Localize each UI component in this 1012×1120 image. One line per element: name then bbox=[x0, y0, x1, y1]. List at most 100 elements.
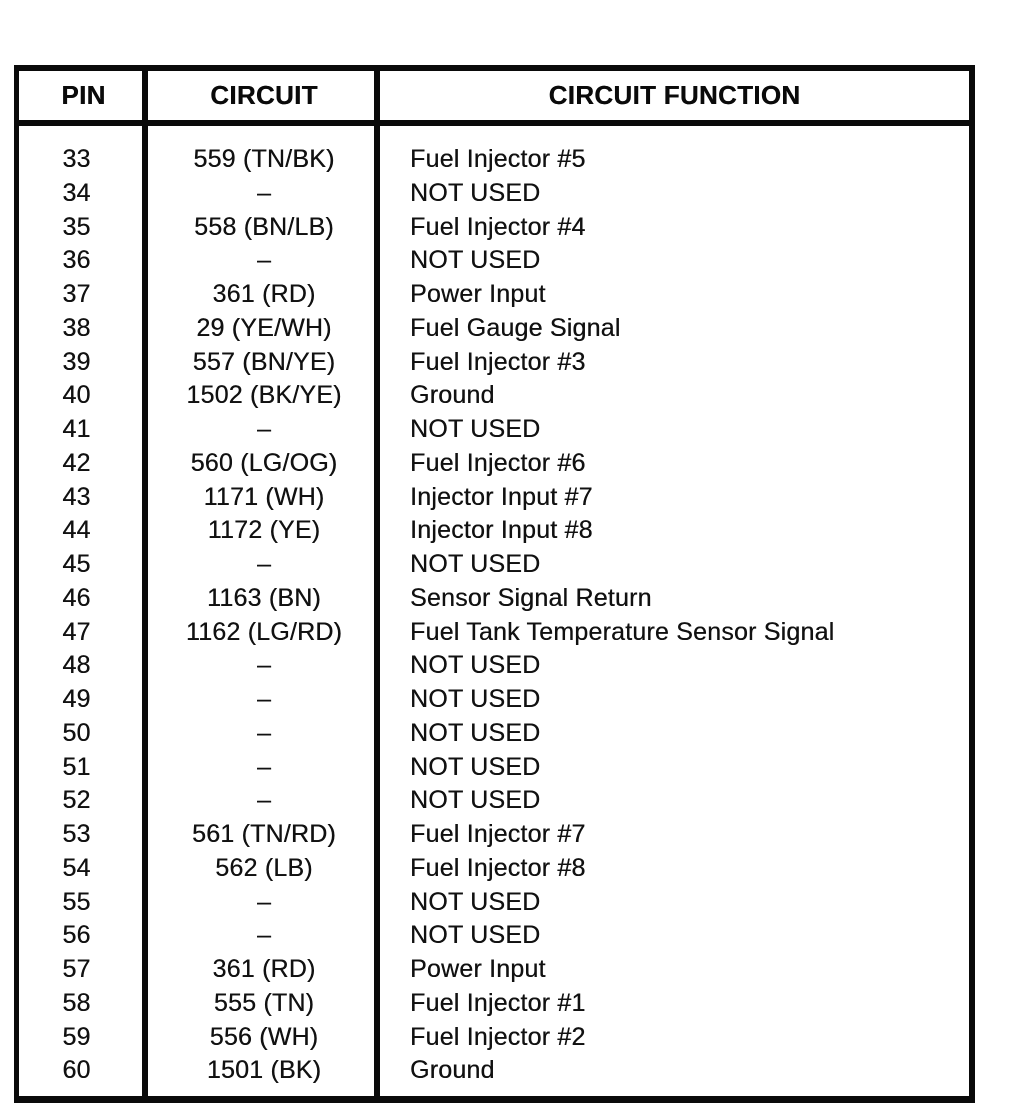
circuit-cell: – bbox=[256, 921, 272, 950]
table-row: 57 361 (RD) Power Input bbox=[19, 953, 969, 987]
circuit-function-cell: Fuel Tank Temperature Sensor Signal bbox=[410, 617, 835, 646]
table-row: 51 – NOT USED bbox=[19, 751, 969, 785]
circuit-cell: 558 (BN/LB) bbox=[194, 212, 334, 241]
circuit-cell: 557 (BN/YE) bbox=[192, 347, 336, 376]
circuit-function-cell: NOT USED bbox=[410, 887, 541, 916]
circuit-function-cell: NOT USED bbox=[410, 415, 541, 443]
pin-column-header: PIN bbox=[61, 80, 106, 110]
circuit-cell: 29 (YE/WH) bbox=[196, 313, 332, 342]
column-divider-1 bbox=[142, 71, 148, 1096]
table-row: 41 – NOT USED bbox=[19, 413, 969, 447]
circuit-cell: – bbox=[256, 550, 272, 578]
table-row: 54 562 (LB) Fuel Injector #8 bbox=[19, 852, 969, 886]
table-row: 40 1502 (BK/YE) Ground bbox=[19, 379, 969, 413]
pin-cell: 35 bbox=[62, 212, 91, 241]
circuit-function-cell: NOT USED bbox=[410, 752, 541, 781]
table-row: 52 – NOT USED bbox=[19, 784, 969, 818]
circuit-function-cell: Fuel Injector #8 bbox=[410, 853, 586, 882]
pinout-table-inner: PIN CIRCUIT CIRCUIT FUNCTION 33 559 (TN/… bbox=[19, 71, 969, 1096]
table-row: 38 29 (YE/WH) Fuel Gauge Signal bbox=[19, 312, 969, 346]
circuit-function-cell: NOT USED bbox=[410, 651, 541, 680]
circuit-function-cell: Fuel Injector #1 bbox=[410, 988, 586, 1017]
pin-cell: 55 bbox=[62, 887, 91, 916]
table-row: 47 1162 (LG/RD) Fuel Tank Temperature Se… bbox=[19, 616, 969, 650]
circuit-cell: 1163 (BN) bbox=[207, 583, 321, 612]
table-row: 39 557 (BN/YE) Fuel Injector #3 bbox=[19, 346, 969, 380]
circuit-column-header: CIRCUIT bbox=[210, 80, 318, 110]
table-row: 34 – NOT USED bbox=[19, 177, 969, 211]
circuit-function-cell: Fuel Injector #2 bbox=[410, 1022, 586, 1051]
circuit-cell: – bbox=[256, 752, 272, 781]
circuit-cell: 1502 (BK/YE) bbox=[186, 381, 342, 410]
pin-cell: 40 bbox=[62, 381, 91, 410]
table-row: 56 – NOT USED bbox=[19, 919, 969, 953]
circuit-cell: – bbox=[256, 246, 272, 275]
table-row: 58 555 (TN) Fuel Injector #1 bbox=[19, 987, 969, 1021]
pin-cell: 36 bbox=[62, 246, 91, 275]
table-row: 35 558 (BN/LB) Fuel Injector #4 bbox=[19, 211, 969, 245]
circuit-function-cell: Ground bbox=[410, 1056, 495, 1085]
pin-cell: 57 bbox=[62, 955, 91, 983]
pin-cell: 47 bbox=[62, 617, 91, 646]
circuit-cell: 1501 (BK) bbox=[206, 1056, 322, 1085]
pin-cell: 49 bbox=[62, 685, 91, 713]
pin-cell: 50 bbox=[62, 718, 91, 747]
circuit-function-cell: NOT USED bbox=[410, 685, 541, 713]
circuit-function-cell: Fuel Injector #4 bbox=[410, 212, 586, 241]
table-row: 49 – NOT USED bbox=[19, 683, 969, 717]
circuit-cell: 561 (TN/RD) bbox=[192, 820, 336, 848]
pin-cell: 59 bbox=[62, 1022, 91, 1051]
pin-cell: 56 bbox=[62, 921, 91, 950]
table-header-row: PIN CIRCUIT CIRCUIT FUNCTION bbox=[19, 71, 969, 126]
circuit-function-cell: Ground bbox=[410, 381, 495, 410]
pin-cell: 53 bbox=[62, 820, 91, 848]
pin-cell: 37 bbox=[62, 280, 91, 308]
circuit-cell: 361 (RD) bbox=[212, 955, 316, 983]
pin-cell: 52 bbox=[62, 786, 91, 815]
circuit-function-cell: Injector Input #8 bbox=[410, 516, 593, 545]
pin-cell: 39 bbox=[62, 347, 91, 376]
circuit-cell: 361 (RD) bbox=[212, 280, 316, 308]
circuit-cell: – bbox=[256, 178, 272, 207]
column-divider-2 bbox=[374, 71, 380, 1096]
table-row: 50 – NOT USED bbox=[19, 717, 969, 751]
circuit-cell: 559 (TN/BK) bbox=[193, 145, 335, 173]
table-row: 48 – NOT USED bbox=[19, 649, 969, 683]
pin-cell: 45 bbox=[62, 550, 91, 578]
circuit-cell: 556 (WH) bbox=[209, 1022, 319, 1051]
table-row: 53 561 (TN/RD) Fuel Injector #7 bbox=[19, 818, 969, 852]
circuit-function-cell: Injector Input #7 bbox=[410, 482, 593, 511]
table-row: 45 – NOT USED bbox=[19, 548, 969, 582]
table-row: 55 – NOT USED bbox=[19, 886, 969, 920]
circuit-function-cell: NOT USED bbox=[410, 786, 541, 815]
circuit-function-cell: NOT USED bbox=[410, 550, 541, 578]
pin-cell: 34 bbox=[62, 178, 91, 207]
pin-cell: 58 bbox=[62, 988, 91, 1017]
pin-cell: 60 bbox=[62, 1056, 91, 1085]
circuit-function-cell: Power Input bbox=[410, 280, 546, 308]
circuit-function-cell: Power Input bbox=[410, 955, 546, 983]
pinout-table: PIN CIRCUIT CIRCUIT FUNCTION 33 559 (TN/… bbox=[14, 65, 975, 1103]
circuit-cell: – bbox=[256, 887, 272, 916]
circuit-cell: – bbox=[256, 685, 272, 713]
circuit-cell: 1162 (LG/RD) bbox=[185, 617, 343, 646]
circuit-function-cell: Fuel Injector #6 bbox=[410, 448, 586, 477]
circuit-cell: – bbox=[256, 415, 272, 443]
circuit-cell: 555 (TN) bbox=[213, 988, 315, 1017]
circuit-function-cell: Fuel Gauge Signal bbox=[410, 313, 621, 342]
pin-cell: 44 bbox=[62, 516, 91, 545]
pin-cell: 41 bbox=[62, 415, 91, 443]
pin-cell: 42 bbox=[62, 448, 91, 477]
table-row: 60 1501 (BK) Ground bbox=[19, 1054, 969, 1088]
circuit-function-cell: NOT USED bbox=[410, 246, 541, 275]
table-body: 33 559 (TN/BK) Fuel Injector #5 34 – NOT… bbox=[19, 126, 969, 1088]
pin-cell: 46 bbox=[62, 583, 91, 612]
table-row: 37 361 (RD) Power Input bbox=[19, 278, 969, 312]
circuit-function-cell: Fuel Injector #5 bbox=[410, 145, 586, 173]
pin-cell: 33 bbox=[62, 145, 91, 173]
pin-cell: 48 bbox=[62, 651, 91, 680]
circuit-cell: 1171 (WH) bbox=[203, 482, 325, 511]
circuit-function-cell: NOT USED bbox=[410, 718, 541, 747]
circuit-function-cell: NOT USED bbox=[410, 178, 541, 207]
circuit-function-cell: Fuel Injector #7 bbox=[410, 820, 586, 848]
